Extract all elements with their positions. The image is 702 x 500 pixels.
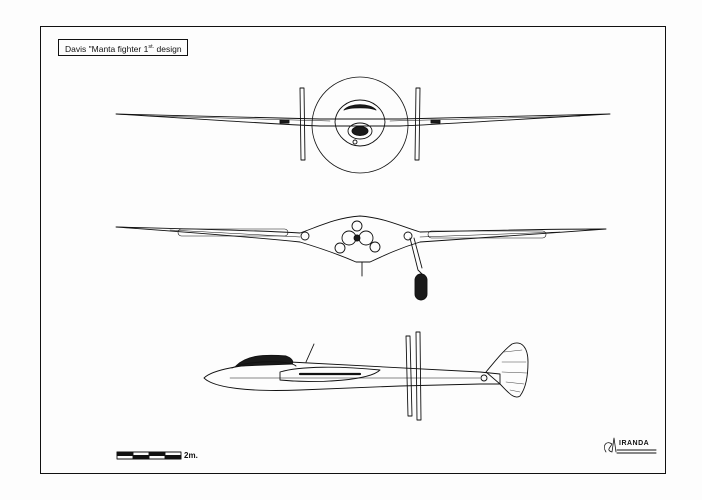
side-engine-cowl bbox=[279, 366, 381, 382]
signature-text: IRANDA bbox=[619, 440, 650, 447]
title-suffix: design bbox=[154, 43, 182, 54]
main-gear-wheel bbox=[414, 273, 428, 301]
engine-hub bbox=[353, 234, 361, 242]
vertical-tail bbox=[485, 342, 529, 398]
scale-bar-segment-2 bbox=[132, 455, 150, 460]
side-view bbox=[203, 331, 529, 421]
scale-bar-segment-4 bbox=[164, 455, 182, 460]
front-wing bbox=[115, 113, 611, 127]
tail-ribs bbox=[501, 349, 528, 393]
artist-signature-logo bbox=[604, 437, 657, 454]
right-aileron bbox=[427, 230, 547, 239]
right-gear-bay bbox=[403, 231, 413, 241]
scale-bar bbox=[116, 451, 182, 460]
antenna-mast bbox=[305, 343, 315, 363]
propeller-disc bbox=[311, 76, 409, 174]
engine-cylinder-5 bbox=[334, 242, 346, 254]
drawing-frame bbox=[40, 26, 666, 474]
tail-wheel bbox=[480, 374, 488, 382]
scale-bar-segment-1 bbox=[116, 451, 134, 456]
title-prefix: Davis "Manta fighter 1 bbox=[65, 43, 149, 54]
front-intake bbox=[347, 122, 373, 140]
front-canopy bbox=[343, 104, 377, 111]
title-superscript: st. bbox=[148, 44, 155, 50]
left-aileron bbox=[177, 228, 289, 237]
right-propeller-blade bbox=[414, 87, 421, 161]
right-wing-marking bbox=[430, 119, 441, 124]
title-box: Davis "Manta fighter 1st. design bbox=[58, 39, 188, 56]
side-propeller-rear bbox=[415, 331, 422, 421]
left-wing-marking bbox=[279, 119, 290, 124]
front-intake-inner bbox=[351, 126, 369, 136]
front-fuselage bbox=[334, 99, 386, 147]
front-wheel bbox=[352, 139, 358, 145]
engine-cylinder-2 bbox=[358, 230, 374, 246]
side-propeller-front bbox=[405, 335, 413, 417]
engine-cylinder-4 bbox=[369, 241, 381, 253]
scale-bar-label: 2m. bbox=[184, 451, 198, 460]
main-gear-strut bbox=[409, 237, 425, 277]
left-gear-bay bbox=[300, 231, 310, 241]
top-wing bbox=[115, 215, 607, 263]
scale-bar-segment-3 bbox=[148, 451, 166, 456]
top-view bbox=[115, 215, 607, 301]
canopy-frame bbox=[231, 361, 297, 369]
side-fuselage bbox=[203, 361, 501, 391]
front-view bbox=[115, 76, 611, 174]
left-propeller-blade bbox=[299, 87, 306, 161]
engine-cylinder-3 bbox=[351, 220, 363, 232]
